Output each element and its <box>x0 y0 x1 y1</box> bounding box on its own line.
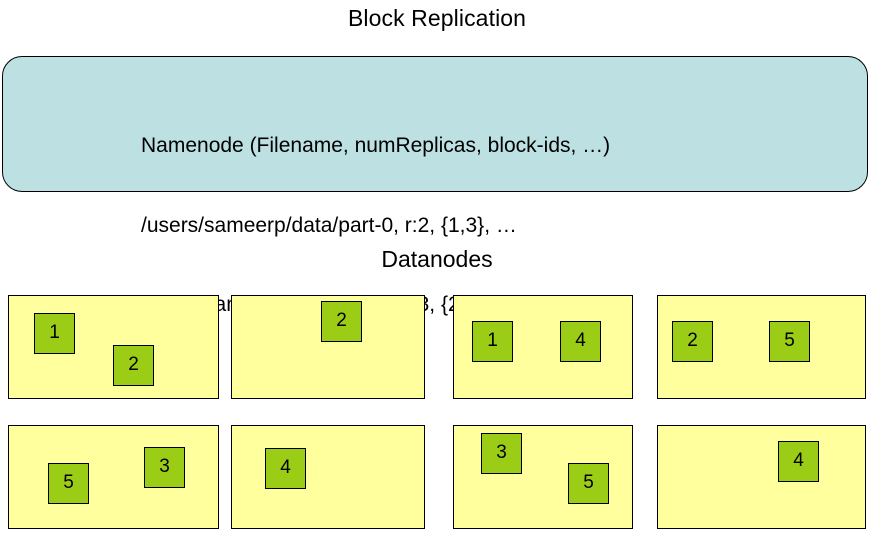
datanode-6 <box>231 425 425 529</box>
page-title: Block Replication <box>347 5 527 31</box>
block-3: 3 <box>144 447 185 488</box>
block-5: 5 <box>769 321 810 362</box>
block-5: 5 <box>48 463 89 504</box>
block-1: 1 <box>472 321 513 362</box>
block-3: 3 <box>481 433 522 474</box>
datanodes-label: Datanodes <box>381 246 493 272</box>
block-1: 1 <box>34 313 75 354</box>
block-2: 2 <box>672 321 713 362</box>
namenode-box: Namenode (Filename, numReplicas, block-i… <box>2 56 868 316</box>
block-4: 4 <box>265 448 306 489</box>
block-2: 2 <box>113 345 154 386</box>
namenode-line-0: Namenode (Filename, numReplicas, block-i… <box>141 134 611 157</box>
block-2: 2 <box>321 301 362 342</box>
block-5: 5 <box>568 463 609 504</box>
block-4: 4 <box>778 441 819 482</box>
datanode-8 <box>657 425 866 529</box>
datanode-5 <box>8 425 219 529</box>
namenode-line-1: /users/sameerp/data/part-0, r:2, {1,3}, … <box>141 213 517 237</box>
block-4: 4 <box>560 321 601 362</box>
